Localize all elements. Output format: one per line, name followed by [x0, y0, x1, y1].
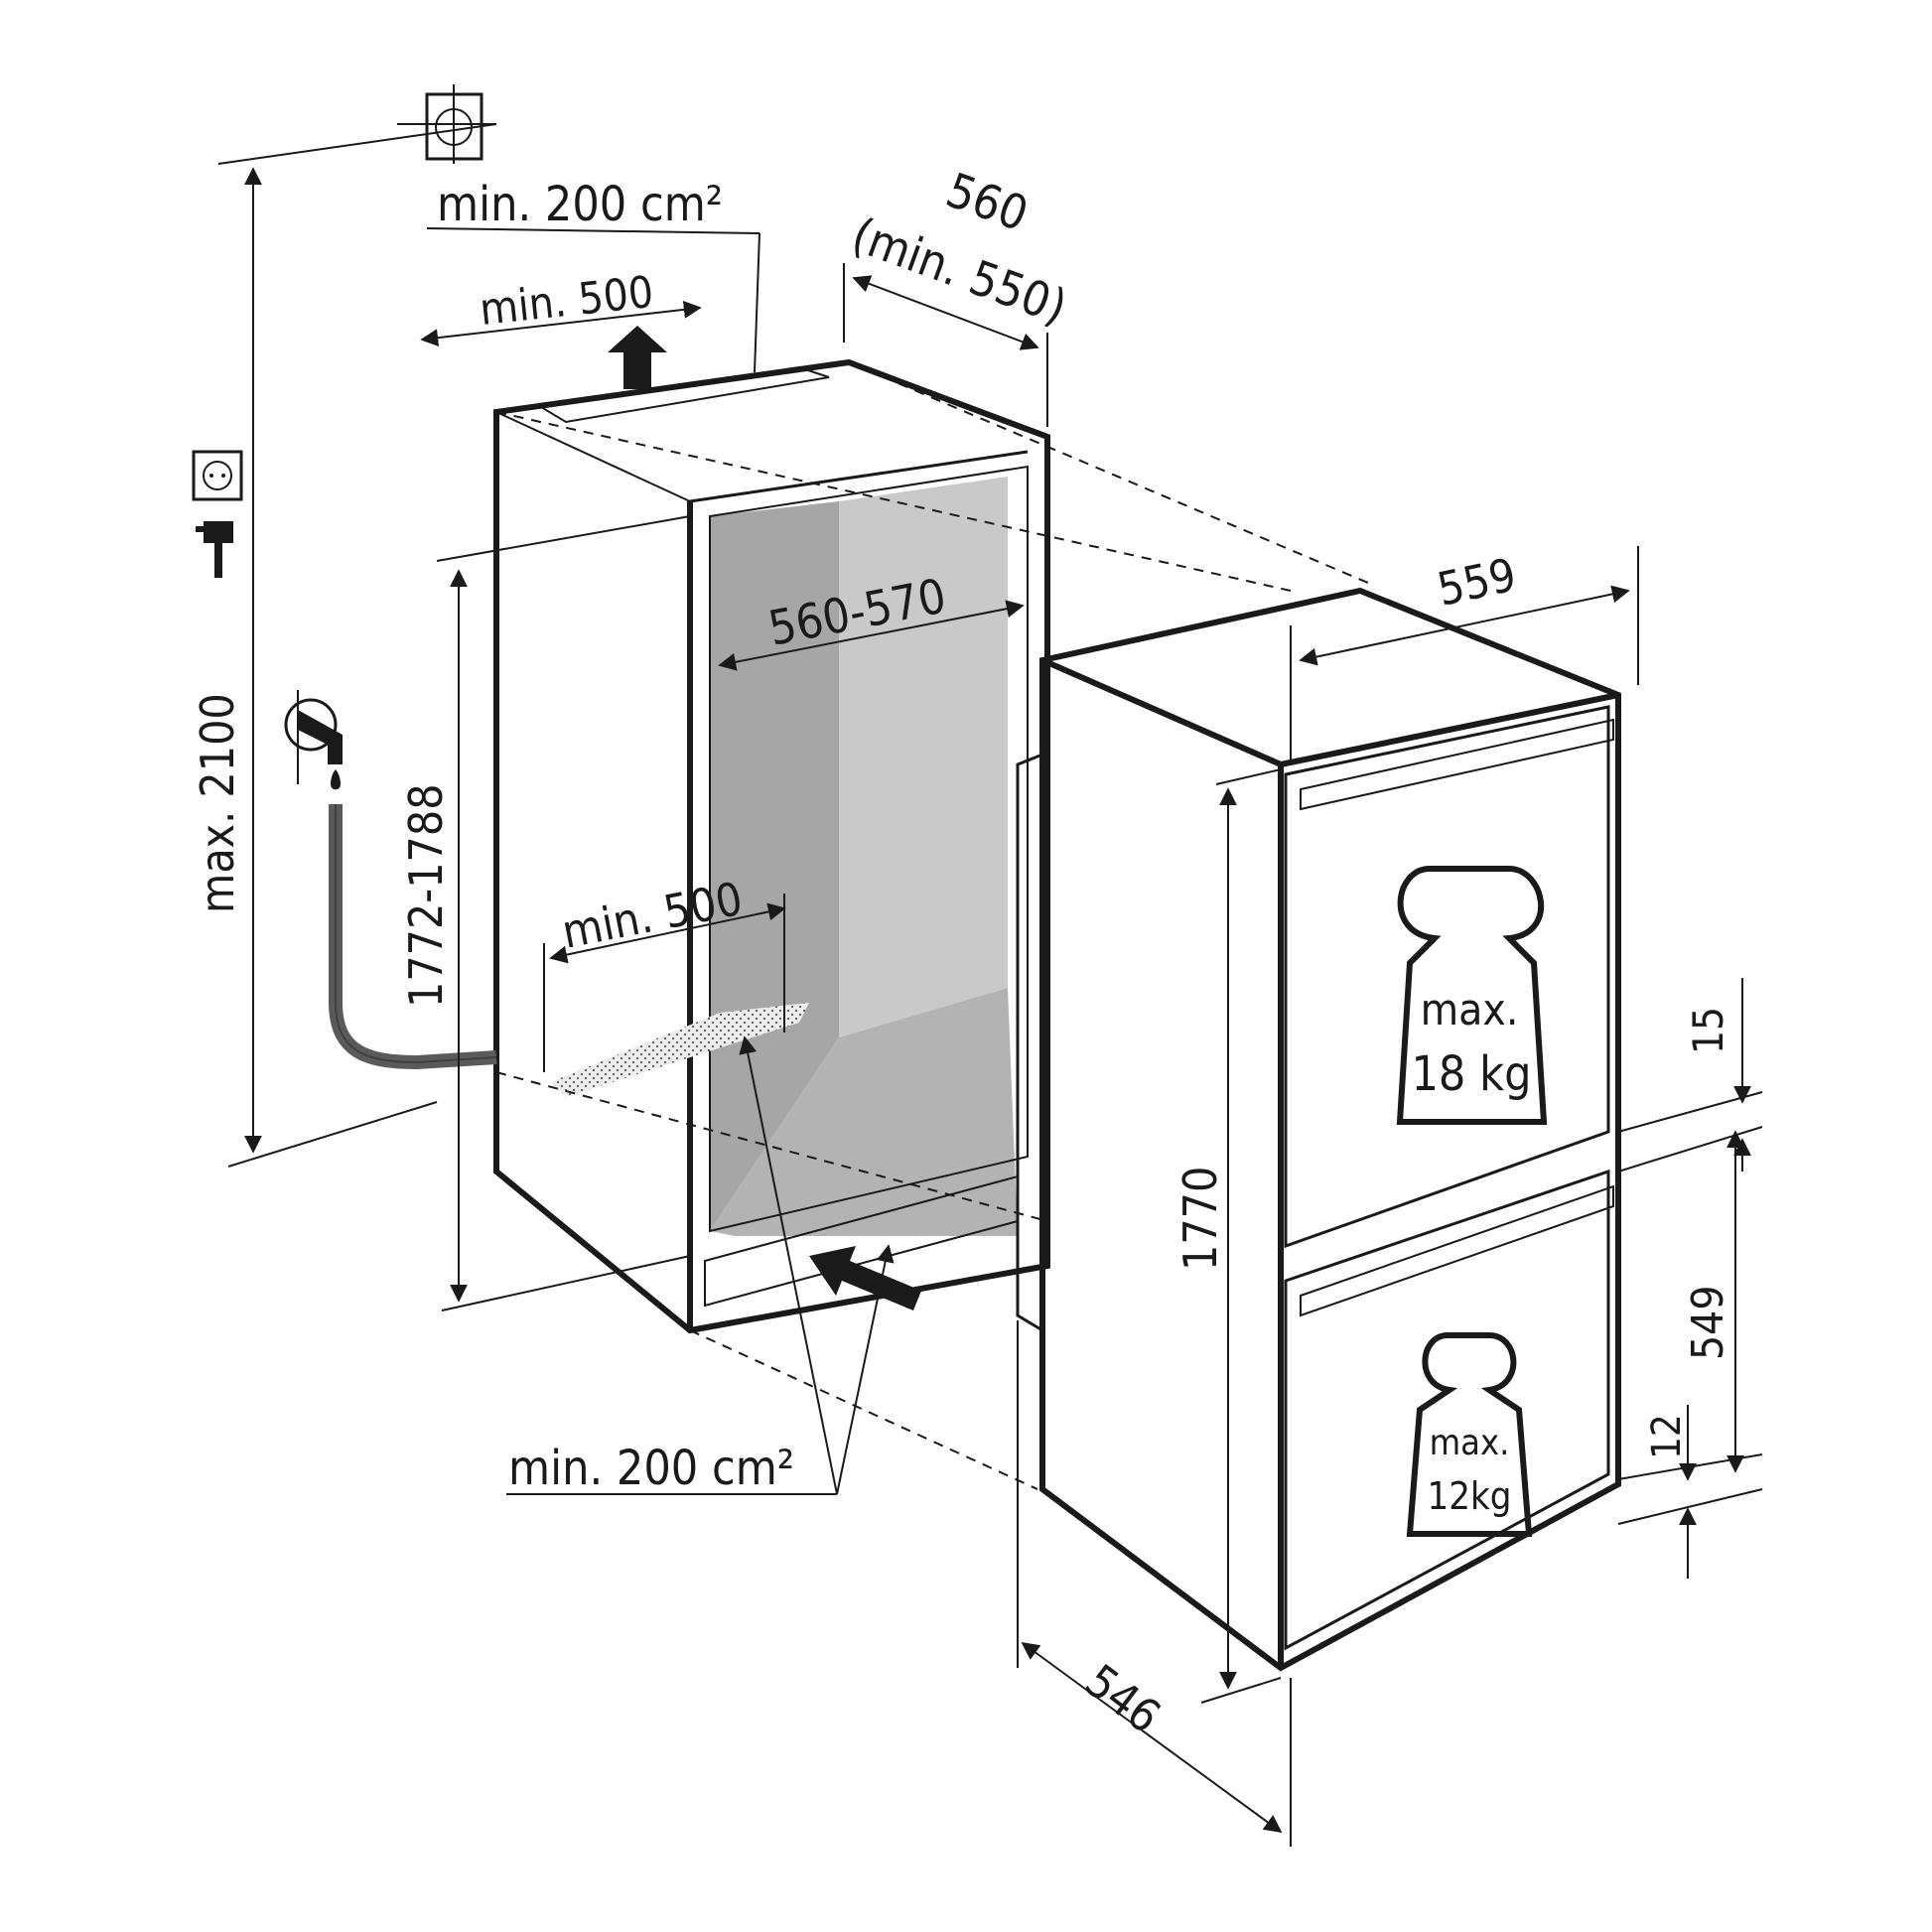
- top-vent: [538, 365, 830, 424]
- plug-icon: [196, 521, 233, 578]
- dimension-lines: [217, 123, 1763, 1847]
- lower-load-line1: max.: [1430, 1423, 1510, 1463]
- appliance-depth-label: 546: [1075, 1654, 1171, 1744]
- water-tap-icon: [284, 690, 343, 790]
- wall-outlet-icon: [397, 84, 496, 164]
- niche-cabinet: [493, 358, 1376, 1490]
- upper-door: [1284, 705, 1610, 1249]
- weight-icon: [1396, 866, 1548, 1125]
- lower-load-line2: 12kg: [1428, 1474, 1512, 1518]
- appliance-width-label: 559: [1433, 548, 1520, 617]
- top-vent-width-label: min. 500: [478, 267, 656, 336]
- floor-vent: [551, 1003, 809, 1097]
- max-height-label: max. 2100: [191, 693, 244, 913]
- bottom-vent-area-label: min. 200 cm²: [508, 1441, 794, 1496]
- gap-bottom-label: 12: [1644, 1414, 1690, 1459]
- niche-back-wall: [839, 477, 1008, 1037]
- upper-load-line1: max.: [1421, 985, 1519, 1035]
- upper-load-line2: 18 kg: [1411, 1046, 1531, 1102]
- upper-rail-plate: [1300, 718, 1614, 811]
- weight-icon: [1406, 1332, 1533, 1537]
- arrow-up-icon: [608, 326, 667, 389]
- water-hose: [329, 804, 497, 1070]
- niche-floor: [710, 988, 1018, 1236]
- arrow-in-icon: [809, 1246, 921, 1311]
- niche-width-label: 560: [939, 163, 1035, 243]
- lower-rail-plate: [1300, 1184, 1614, 1317]
- lower-weight: max. 12kg: [1406, 1332, 1533, 1537]
- lower-door: [1284, 1169, 1610, 1651]
- appliance-height-label: 1770: [1173, 1167, 1227, 1271]
- wall-socket-icon: [192, 450, 243, 501]
- niche-width-min-label: (min. 550): [845, 207, 1074, 337]
- door-height-label: 549: [1683, 1285, 1733, 1360]
- niche-height-label: 1772-1788: [399, 783, 453, 1008]
- upper-weight: max. 18 kg: [1396, 866, 1548, 1125]
- top-vent-area-label: min. 200 cm²: [437, 177, 723, 232]
- gap-top-label: 15: [1684, 1007, 1732, 1054]
